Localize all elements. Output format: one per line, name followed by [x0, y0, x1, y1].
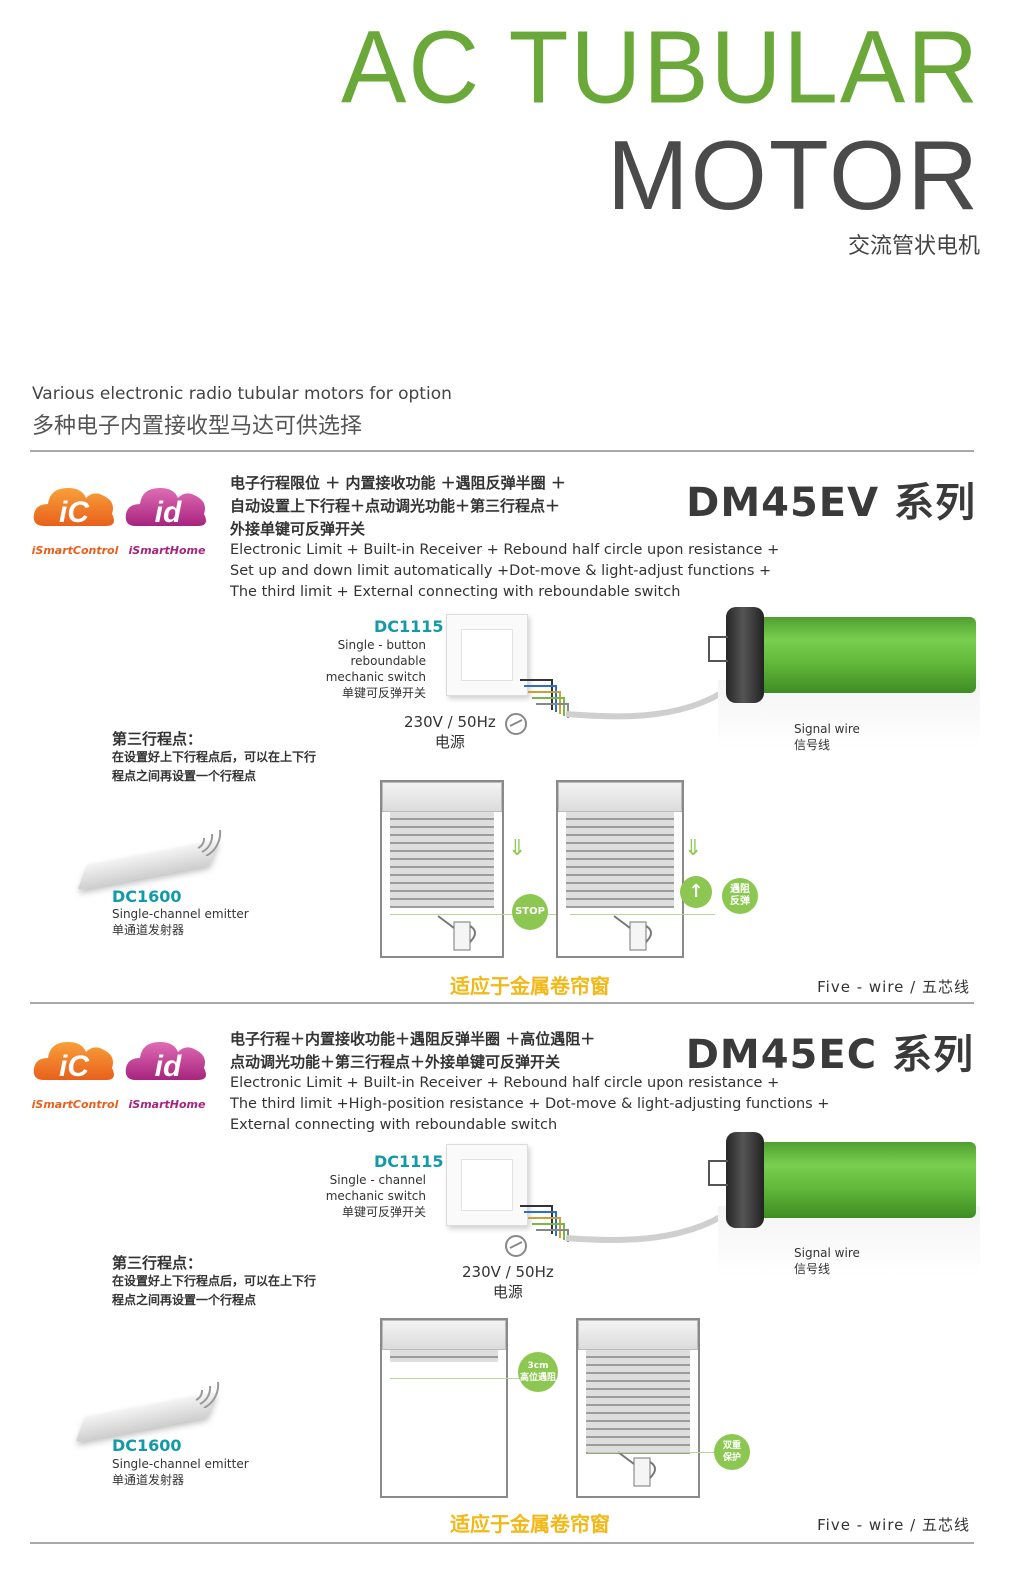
watering-can-icon — [613, 915, 652, 951]
third-limit-title: 第三行程点： — [112, 730, 203, 748]
motor-head — [726, 607, 764, 703]
motor-bracket — [708, 636, 728, 662]
ismarthome-logo: id iSmartHome — [122, 474, 212, 557]
svg-text:iC: iC — [59, 496, 90, 529]
watering-can-icon — [617, 1451, 656, 1487]
obstacle-line-4 — [588, 1452, 716, 1453]
tubular-motor — [756, 617, 976, 693]
ismartcontrol-cloud-icon: iC — [33, 488, 114, 529]
third-limit-desc: 在设置好上下行程点后，可以在上下行 程点之间再设置一个行程点 — [112, 1274, 317, 1307]
shutter-window-3 — [380, 1318, 508, 1498]
obstacle-line-1 — [390, 914, 560, 915]
features-cn: 电子行程＋内置接收功能＋遇阻反弹半圈 ＋高位遇阻＋ 点动调光功能＋第三行程点＋外… — [230, 1030, 596, 1071]
down-arrow-icon: ⇓ — [508, 836, 527, 861]
watering-can-icon — [437, 915, 476, 951]
wall-switch — [446, 1144, 528, 1226]
series-title: DM45EV 系列 — [686, 480, 976, 526]
emitter-description: Single-channel emitter 单通道发射器 — [112, 1457, 249, 1487]
stop-badge: STOP — [512, 894, 548, 930]
power-label: 230V / 50Hz 电源 — [404, 713, 496, 751]
signal-wire-label: Signal wire 信号线 — [794, 722, 860, 752]
third-limit-desc: 在设置好上下行程点后，可以在上下行 程点之间再设置一个行程点 — [112, 750, 317, 783]
ismarthome-label: iSmartHome — [128, 1098, 206, 1111]
wall-switch — [446, 614, 528, 696]
divider-bottom — [30, 1542, 974, 1544]
title-line-2: MOTOR — [607, 120, 980, 230]
emitter-model: DC1600 — [112, 1436, 182, 1455]
obstacle-line-2 — [570, 914, 715, 915]
motor-head — [726, 1132, 764, 1228]
ismarthome-logo: id iSmartHome — [122, 1028, 212, 1111]
features-cn: 电子行程限位 ＋ 内置接收功能 ＋遇阻反弹半圈 ＋ 自动设置上下行程＋点动调光功… — [230, 474, 566, 538]
emitter-description: Single-channel emitter 单通道发射器 — [112, 907, 249, 937]
obstacle-line-3 — [390, 1378, 520, 1379]
shutter-window-2 — [556, 780, 684, 958]
high-position-badge: 3cm 高位遇阻 — [518, 1352, 558, 1392]
title-line-1: AC TUBULAR — [340, 9, 980, 125]
window-label: 适应于金属卷帘窗 — [450, 974, 610, 998]
down-arrow-icon: ⇓ — [684, 836, 703, 861]
ismarthome-label: iSmartHome — [128, 544, 206, 557]
divider-top — [30, 450, 974, 452]
svg-text:id: id — [155, 1050, 182, 1083]
ismarthome-cloud-icon: id — [125, 1042, 206, 1083]
signal-waves-icon — [195, 1381, 220, 1408]
intro-chinese: 多种电子内置接收型马达可供选择 — [32, 414, 363, 439]
ismartcontrol-logo: iC iSmartControl — [30, 1028, 120, 1111]
svg-text:id: id — [155, 496, 182, 529]
signal-waves-icon — [197, 829, 222, 856]
switch-model: DC1115 — [374, 617, 444, 636]
window-label: 适应于金属卷帘窗 — [450, 1512, 610, 1536]
ismartcontrol-label: iSmartControl — [31, 1098, 119, 1111]
title-chinese: 交流管状电机 — [847, 234, 980, 259]
up-arrow-icon: ↑ — [680, 876, 712, 908]
ismartcontrol-label: iSmartControl — [31, 544, 119, 557]
switch-model: DC1115 — [374, 1152, 444, 1171]
shutter-window-4 — [576, 1318, 700, 1498]
double-protection-badge: 双重 保护 — [714, 1434, 750, 1470]
third-limit-title: 第三行程点： — [112, 1254, 203, 1272]
ismartcontrol-logo: iC iSmartControl — [30, 474, 120, 557]
intro-english: Various electronic radio tubular motors … — [32, 384, 452, 404]
switch-description: Single - button reboundable mechanic swi… — [325, 638, 426, 700]
divider-middle — [30, 1002, 974, 1004]
shutter-window-1 — [380, 780, 504, 958]
rebound-badge: 遇阻 反弹 — [722, 878, 758, 914]
tubular-motor — [756, 1142, 976, 1218]
features-en: Electronic Limit + Built-in Receiver + R… — [230, 542, 780, 600]
five-wire-label: Five - wire / 五芯线 — [817, 1516, 970, 1534]
five-wire-label: Five - wire / 五芯线 — [817, 978, 970, 996]
signal-wire-label: Signal wire 信号线 — [794, 1246, 860, 1276]
ismartcontrol-cloud-icon: iC — [33, 1042, 114, 1083]
motor-bracket — [708, 1160, 728, 1186]
series-title: DM45EC 系列 — [685, 1032, 974, 1078]
emitter-model: DC1600 — [112, 887, 182, 906]
switch-description: Single - channel mechanic switch 单键可反弹开关 — [325, 1173, 426, 1219]
ismarthome-cloud-icon: id — [125, 488, 206, 529]
features-en: Electronic Limit + Built-in Receiver + R… — [230, 1075, 830, 1133]
svg-text:iC: iC — [59, 1050, 90, 1083]
power-label: 230V / 50Hz 电源 — [462, 1263, 554, 1301]
